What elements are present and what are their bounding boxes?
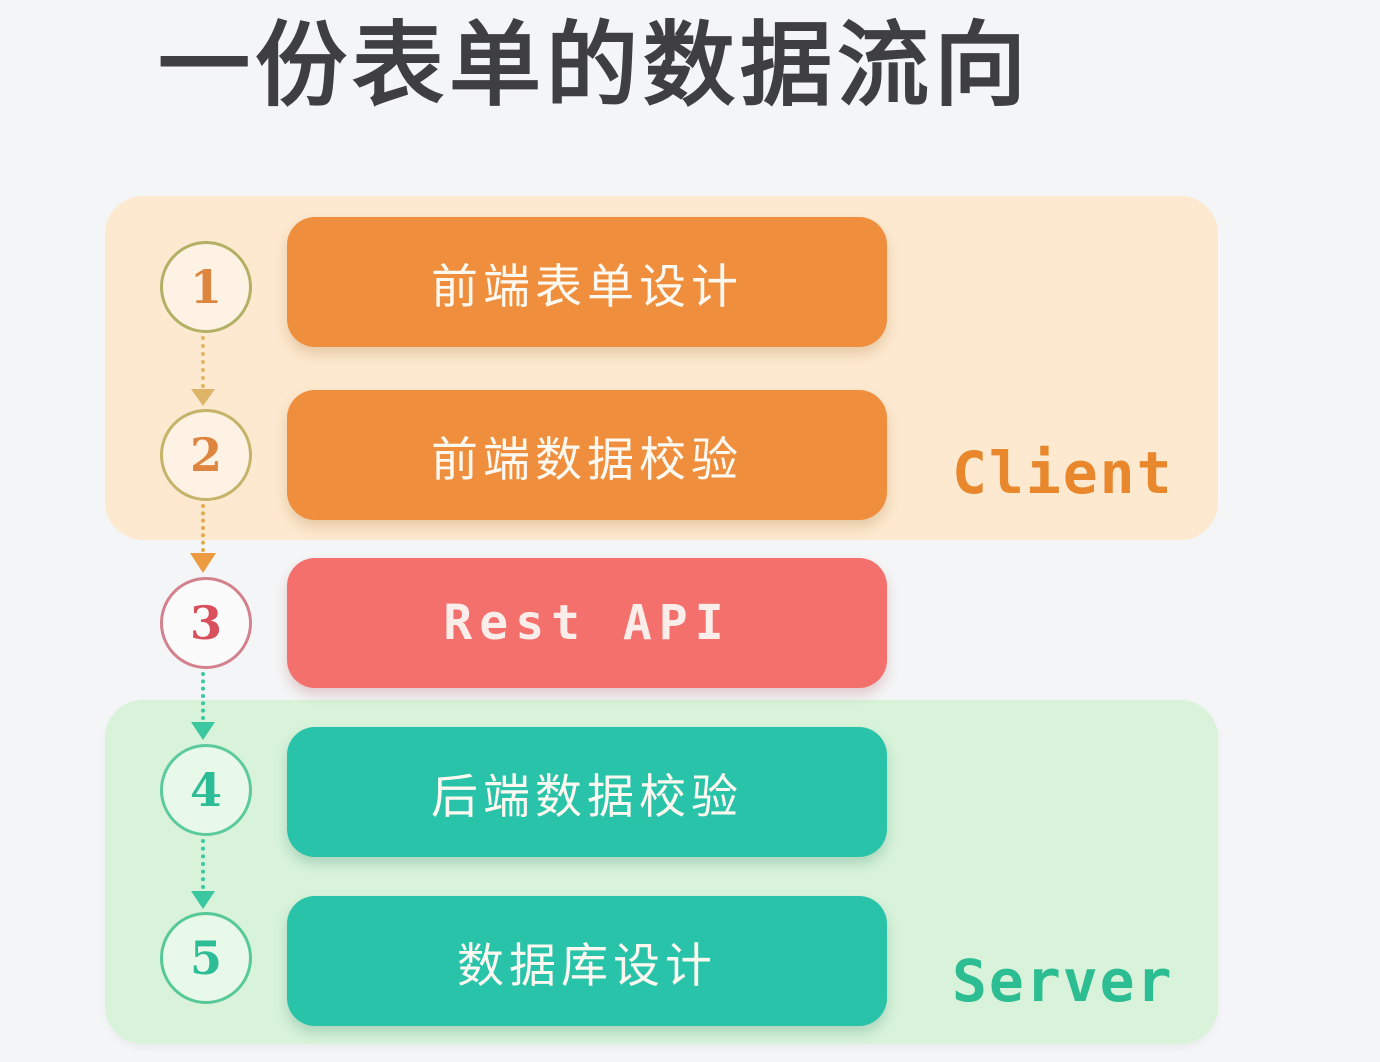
- step-1-box: 前端表单设计: [287, 217, 887, 347]
- step-2-number: 2: [189, 428, 222, 482]
- step-3-number: 3: [189, 596, 222, 650]
- step-3-label: Rest API: [443, 595, 731, 651]
- arrow-down-icon: [191, 722, 215, 740]
- step-5-circle: 5: [160, 912, 252, 1004]
- step-1-circle: 1: [160, 241, 252, 333]
- server-zone-label: Server: [952, 947, 1174, 1015]
- step-4-number: 4: [189, 763, 222, 817]
- step-1-label: 前端表单设计: [431, 259, 743, 315]
- step-5-box: 数据库设计: [287, 896, 887, 1026]
- page-title: 一份表单的数据流向: [158, 15, 1032, 117]
- arrow-down-icon: [191, 891, 215, 909]
- flow-arrow-3-4: [201, 672, 205, 720]
- flow-arrow-2-3: [201, 504, 205, 552]
- arrow-down-icon: [190, 553, 216, 573]
- client-zone-label: Client: [952, 439, 1174, 507]
- arrow-down-icon: [191, 389, 215, 406]
- flow-arrow-1-2: [201, 336, 205, 388]
- flow-arrow-4-5: [201, 839, 205, 889]
- step-5-number: 5: [189, 931, 222, 985]
- step-5-label: 数据库设计: [457, 938, 717, 994]
- step-2-label: 前端数据校验: [431, 432, 743, 488]
- step-2-box: 前端数据校验: [287, 390, 887, 520]
- step-4-label: 后端数据校验: [431, 769, 743, 825]
- step-4-box: 后端数据校验: [287, 727, 887, 857]
- step-3-circle: 3: [160, 577, 252, 669]
- step-1-number: 1: [189, 260, 222, 314]
- step-3-box: Rest API: [287, 558, 887, 688]
- step-2-circle: 2: [160, 409, 252, 501]
- step-4-circle: 4: [160, 744, 252, 836]
